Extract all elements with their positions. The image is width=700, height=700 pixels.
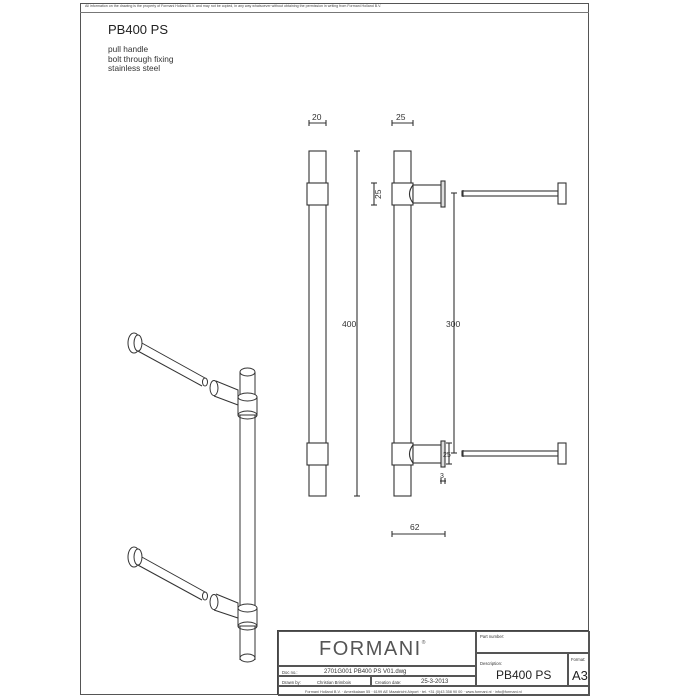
description-cell: Description: PB400 PS xyxy=(476,653,568,686)
registered-mark: ® xyxy=(421,640,427,646)
brand-name: FORMANI xyxy=(319,638,422,660)
description-line-3: stainless steel xyxy=(108,63,161,73)
drawing-frame xyxy=(80,3,589,695)
dim-rose-thickness: 3 xyxy=(440,473,444,480)
dim-projection: 62 xyxy=(410,522,420,532)
side-view xyxy=(371,120,457,537)
company-footer: Formani Holland B.V. · Amerikalaan 55 · … xyxy=(305,689,522,694)
drawn-by-label: Drawn by: xyxy=(282,679,301,685)
description-line-2: bolt through fixing xyxy=(108,53,174,64)
brand-cell: FORMANI® xyxy=(278,631,476,666)
product-title: PB400 PS xyxy=(108,22,168,37)
dim-collar-height: 25 xyxy=(373,189,383,199)
product-description: pull handle bolt through fixing stainles… xyxy=(108,44,174,74)
dim-side-width: 25 xyxy=(396,112,406,122)
footer-cell: Formani Holland B.V. · Amerikalaan 55 · … xyxy=(278,686,590,696)
part-number-cell: Part number: xyxy=(476,631,590,653)
description-line-1: pull handle xyxy=(108,44,149,54)
doc-no-label: Doc no.: xyxy=(282,669,298,675)
creation-date-label: Creation date: xyxy=(375,679,402,685)
doc-no-cell: Doc no.: 2701G001 PB400 PS V01.dwg xyxy=(278,666,476,676)
copyright-notice: All information on the drawing is the pr… xyxy=(85,4,382,8)
notice-row xyxy=(80,3,589,13)
brand-logo: FORMANI® xyxy=(319,638,427,661)
creation-date-value: 25-3-2013 xyxy=(421,678,449,685)
title-block: FORMANI® Part number: Description: PB400… xyxy=(277,630,590,696)
format-value: A3 xyxy=(572,668,588,683)
dim-center-distance: 300 xyxy=(446,319,460,329)
dim-rose-height: 25 xyxy=(443,452,451,459)
drawn-by-cell: Drawn by: Christian Brimbois xyxy=(278,676,371,686)
bolt-bottom xyxy=(461,442,567,465)
description-value: PB400 PS xyxy=(496,668,552,682)
doc-no-value: 2701G001 PB400 PS V01.dwg xyxy=(324,668,407,675)
creation-date-cell: Creation date: 25-3-2013 xyxy=(371,676,476,686)
part-number-label: Part number: xyxy=(480,634,505,639)
format-cell: Format: A3 xyxy=(568,653,590,686)
drawn-by-value: Christian Brimbois xyxy=(317,679,351,685)
dim-front-width: 20 xyxy=(312,112,322,122)
format-label: Format: xyxy=(571,657,586,662)
bolt-top xyxy=(461,182,567,205)
front-view xyxy=(306,120,360,497)
description-label: Description: xyxy=(480,661,503,666)
isometric-view xyxy=(127,332,258,663)
dim-overall-length: 400 xyxy=(342,319,356,329)
